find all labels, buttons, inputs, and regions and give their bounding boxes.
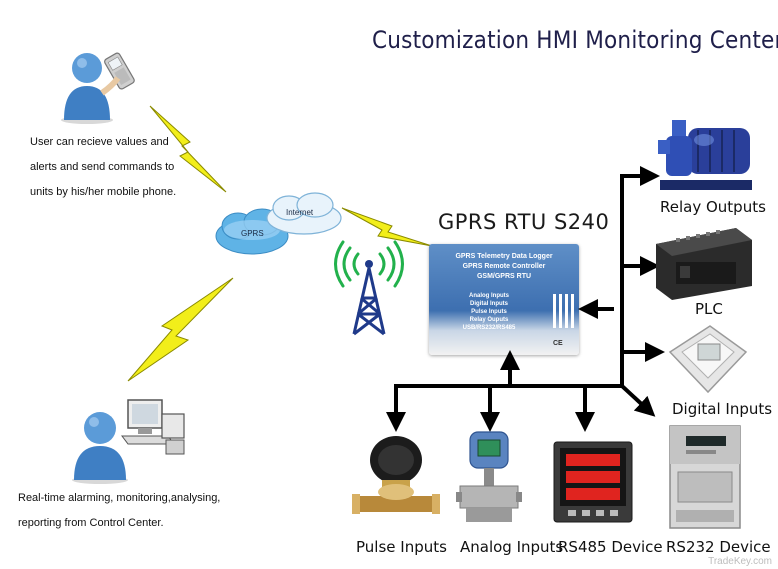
- computer-icon: [121, 399, 185, 455]
- pressure-transmitter-icon: [456, 431, 522, 522]
- rs232-device-label: RS232 Device: [666, 538, 771, 556]
- mobile-user-icon: [61, 52, 135, 124]
- rs232-device-icon: [669, 425, 741, 529]
- plc-label: PLC: [695, 300, 723, 318]
- lightning-bolt-icon: [149, 105, 227, 193]
- rtu-io-4: Relay Ouputs: [469, 317, 509, 323]
- mobile-user-note: User can recieve values and alerts and s…: [30, 136, 177, 198]
- gprs-rtu-device: GPRS Telemetry Data Logger GPRS Remote C…: [429, 244, 579, 355]
- rtu-title: GPRS RTU S240: [438, 210, 610, 234]
- digital-inputs-label: Digital Inputs: [672, 400, 773, 418]
- gprs-cloud-icon: [215, 208, 289, 255]
- rtu-line-3: GSM/GPRS RTU: [476, 273, 532, 280]
- rtu-terminal-pins: [553, 294, 574, 328]
- power-meter-icon: [553, 441, 633, 523]
- ce-mark: CE: [553, 340, 563, 347]
- lightning-bolt-icon: [127, 277, 234, 382]
- rtu-io-3: Pulse Inputs: [471, 309, 507, 315]
- rtu-io-2: Digital Inputs: [470, 301, 508, 307]
- control-center-user-icon: [72, 412, 128, 484]
- watermark: TradeKey.com: [708, 556, 772, 567]
- control-center-note: Real-time alarming, monitoring,analysing…: [18, 492, 221, 529]
- analog-inputs-label: Analog Inputs: [460, 538, 564, 556]
- digital-input-device-icon: [668, 325, 748, 394]
- gprs-label: GPRS: [241, 229, 264, 238]
- plc-icon: [656, 228, 752, 300]
- antenna-tower-icon: [334, 240, 404, 336]
- pump-icon: [658, 120, 752, 190]
- relay-outputs-label: Relay Outputs: [660, 198, 766, 216]
- rtu-io-1: Analog Inputs: [469, 293, 509, 299]
- internet-cloud-icon: [266, 192, 342, 235]
- page-title: Customization HMI Monitoring Center: [372, 26, 778, 54]
- pulse-inputs-label: Pulse Inputs: [356, 538, 447, 556]
- rs485-device-label: RS485 Device: [558, 538, 663, 556]
- internet-label: Internet: [286, 208, 314, 217]
- rtu-io-5: USB/RS232/RS485: [462, 325, 516, 331]
- water-meter-icon: [352, 436, 440, 514]
- rtu-line-1: GPRS Telemetry Data Logger: [455, 253, 553, 260]
- rtu-line-2: GPRS Remote Controller: [462, 263, 546, 270]
